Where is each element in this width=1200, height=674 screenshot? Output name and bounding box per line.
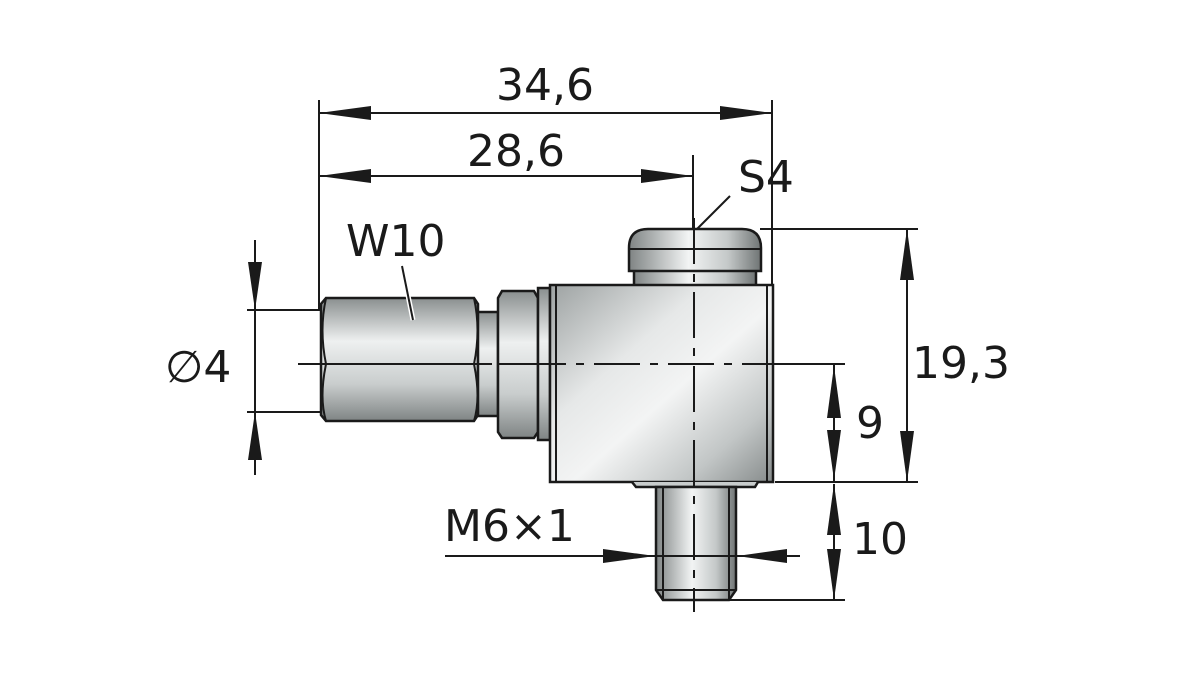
dim-thread-length: 10 bbox=[827, 484, 908, 600]
callout-s4: S4 bbox=[696, 152, 794, 230]
dim-overall-height: 19,3 bbox=[900, 229, 1010, 482]
dim-thread-label: M6×1 bbox=[444, 501, 575, 552]
dim-thread-length-label: 10 bbox=[852, 514, 908, 565]
dim-center-length-label: 28,6 bbox=[467, 126, 565, 177]
dim-overall-length: 34,6 bbox=[319, 60, 772, 120]
hex-nut-w10 bbox=[319, 296, 480, 423]
dim-center-height-label: 9 bbox=[856, 398, 884, 449]
main-body bbox=[548, 283, 775, 489]
center-lines bbox=[298, 218, 845, 612]
dim-center-length: 28,6 bbox=[319, 126, 693, 183]
callout-w10: W10 bbox=[346, 216, 446, 321]
thread-stud bbox=[654, 485, 738, 602]
dim-center-height: 9 bbox=[827, 364, 884, 482]
dim-thread: M6×1 bbox=[444, 501, 800, 563]
callout-w10-label: W10 bbox=[346, 216, 446, 267]
dim-overall-height-label: 19,3 bbox=[912, 338, 1010, 389]
dim-tube-diameter: ∅4 bbox=[165, 240, 262, 475]
callout-s4-label: S4 bbox=[738, 152, 794, 203]
dim-tube-diameter-label: ∅4 bbox=[165, 342, 231, 393]
dim-overall-length-label: 34,6 bbox=[496, 60, 594, 111]
